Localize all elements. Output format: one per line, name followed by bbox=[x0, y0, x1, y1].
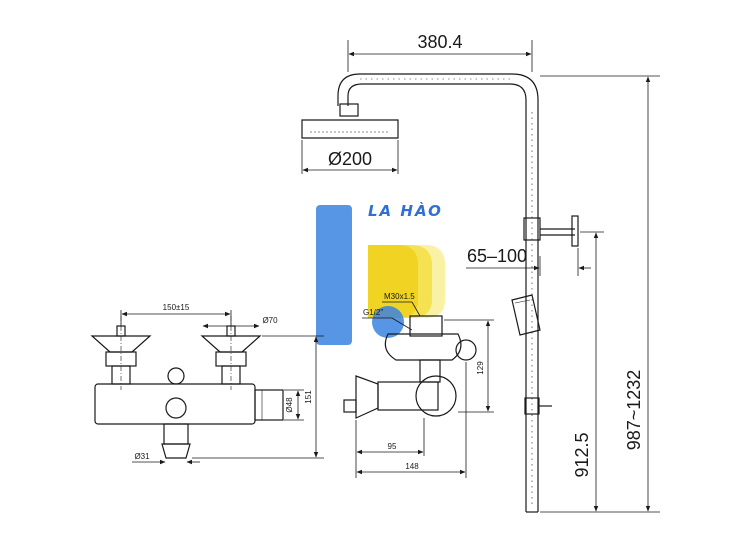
dim-label-thread-inlet: G1/2" bbox=[363, 308, 383, 317]
logo-blue-bar bbox=[316, 205, 352, 345]
dim-label-arm-reach: 65–100 bbox=[467, 246, 527, 266]
hand-shower-detail bbox=[514, 299, 531, 304]
spout bbox=[163, 423, 189, 445]
side-diverter bbox=[384, 333, 462, 361]
dim-label-total-height: 987~1232 bbox=[624, 370, 644, 451]
dim-label-spout-diameter: Ø31 bbox=[134, 452, 150, 461]
dim-label-top-width: 380.4 bbox=[417, 32, 462, 52]
dim-label-valve-spacing: 150±15 bbox=[163, 303, 190, 312]
side-top-connector bbox=[409, 315, 443, 337]
spout-tip bbox=[161, 443, 191, 459]
leader-m30-angle bbox=[411, 301, 421, 317]
side-diverter-knob bbox=[455, 339, 477, 361]
dim-label-thread-top: M30x1.5 bbox=[384, 292, 415, 301]
side-neck bbox=[419, 359, 441, 383]
logo-yellow-dark bbox=[368, 245, 418, 318]
valve-outlet bbox=[254, 389, 284, 421]
dim-label-body-diameter: Ø48 bbox=[285, 397, 294, 413]
head-connector bbox=[339, 103, 359, 117]
logo-text: LA HÀO bbox=[368, 201, 443, 220]
shower-column-drawing bbox=[301, 73, 579, 513]
arm-inner bbox=[337, 73, 539, 106]
dimension-lines bbox=[120, 40, 660, 513]
side-handle bbox=[355, 375, 379, 419]
wall-plate bbox=[571, 215, 579, 247]
handset-holder bbox=[524, 397, 540, 415]
top-knob bbox=[167, 367, 185, 385]
side-body bbox=[377, 381, 439, 411]
hand-shower bbox=[511, 294, 541, 336]
dim-label-valve-height: 151 bbox=[304, 390, 313, 404]
leader-g12-angle bbox=[391, 317, 413, 331]
side-handle-cap bbox=[343, 399, 357, 413]
shower-head bbox=[301, 119, 399, 139]
dim-label-side-depth-outer: 148 bbox=[405, 462, 419, 471]
center-port bbox=[165, 397, 187, 419]
dim-label-side-depth-inner: 95 bbox=[388, 442, 397, 451]
dim-label-handset-height: 912.5 bbox=[572, 432, 592, 477]
dim-label-head-diameter: Ø200 bbox=[328, 149, 372, 169]
logo-blue-dot bbox=[372, 306, 404, 338]
dim-label-handle-diameter: Ø70 bbox=[262, 316, 278, 325]
logo-watermark: LA HÀO bbox=[316, 201, 445, 345]
side-body-round bbox=[415, 375, 457, 417]
arm-outer bbox=[347, 83, 527, 106]
valve-side-drawing bbox=[343, 315, 477, 419]
dim-label-side-height: 129 bbox=[476, 361, 485, 375]
valve-front-drawing bbox=[90, 316, 284, 459]
